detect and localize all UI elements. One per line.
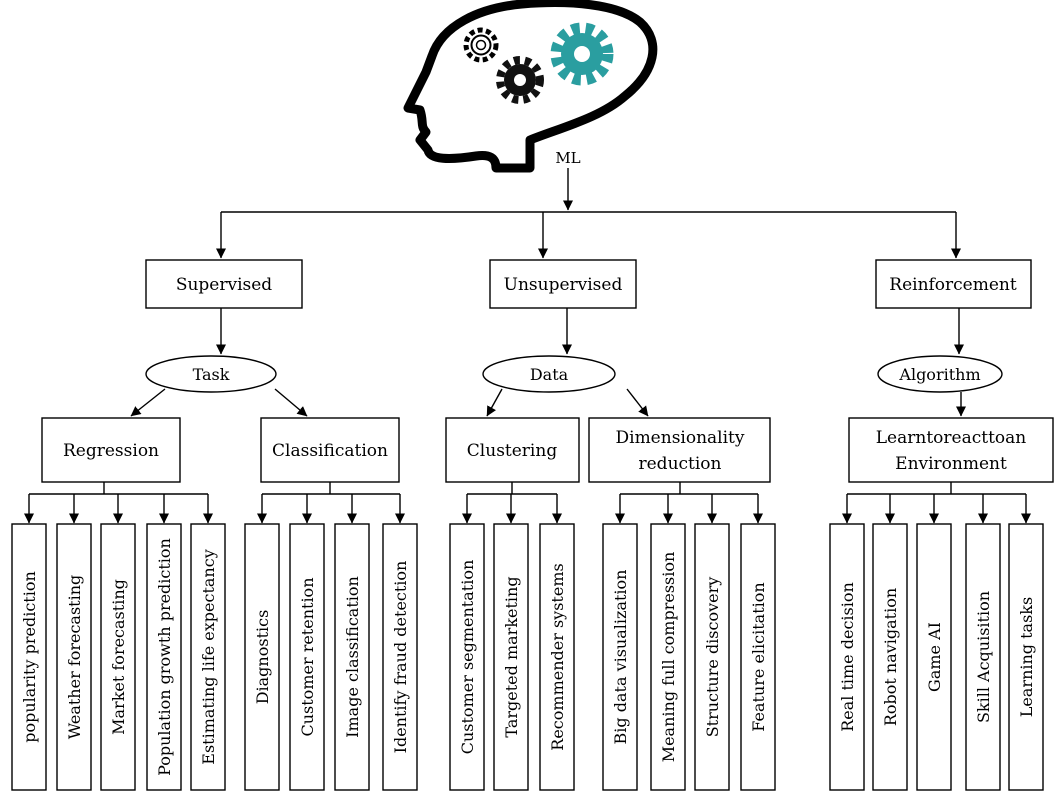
leaf-item: Targeted marketing <box>493 523 529 791</box>
group-box <box>588 417 771 483</box>
group-box <box>260 417 400 483</box>
leaf-label: Market forecasting <box>109 579 128 735</box>
leaf-item: Recommender systems <box>539 523 575 791</box>
leaf-item: Skill Acquisition <box>965 523 1001 791</box>
leaf-item: Real time decision <box>829 523 865 791</box>
branch-reinforcement: Reinforcement Algorithm Learntoreacttoan… <box>842 259 1054 524</box>
connector-arrow <box>486 388 503 417</box>
leaf-item: Estimating life expectancy <box>190 523 226 791</box>
leaf-label: Recommender systems <box>548 563 567 750</box>
leaf-label: Customer segmentation <box>458 560 477 755</box>
category-label: Reinforcement <box>889 275 1017 295</box>
group-label: Classification <box>272 441 388 461</box>
leaf-label: Identify fraud detection <box>391 561 410 754</box>
head-icon: ML <box>403 0 658 173</box>
group-label: Clustering <box>467 441 558 461</box>
criterion-ellipse <box>145 355 277 393</box>
leaf-item: Robot navigation <box>872 523 908 791</box>
leaf-label: Learning tasks <box>1017 597 1036 717</box>
leaf-label: Robot navigation <box>881 588 900 726</box>
leaf-item: Image classification <box>334 523 370 791</box>
leaf-item: Learning tasks <box>1008 523 1044 791</box>
leaf-label: Estimating life expectancy <box>199 549 218 764</box>
leaf-item: Meaning full compression <box>650 523 686 791</box>
leaf-label: Feature elicitation <box>749 582 768 731</box>
group-label: reduction <box>639 454 722 474</box>
leaf-item: Feature elicitation <box>740 523 776 791</box>
criterion-label: Algorithm <box>898 365 980 384</box>
criterion-label: Data <box>530 365 569 384</box>
group-box <box>445 417 580 483</box>
leaf-item: Population growth prediction <box>146 523 182 791</box>
leaf-label: Skill Acquisition <box>974 591 993 723</box>
leaf-item: Customer retention <box>289 523 325 791</box>
criterion-label: Task <box>193 365 230 384</box>
leaf-label: Targeted marketing <box>502 576 521 737</box>
gear-icon <box>463 27 499 63</box>
leaf-label: Big data visualization <box>611 570 630 745</box>
leaf-item: Game AI <box>916 523 952 791</box>
connector-arrow <box>130 388 166 417</box>
group-label: Learntoreacttoan <box>876 428 1027 448</box>
criterion-ellipse <box>877 355 1003 393</box>
leaf-label: Customer retention <box>298 578 317 737</box>
leaf-label: Image classification <box>343 576 362 738</box>
leaf-item: Structure discovery <box>694 523 730 791</box>
group-label: Regression <box>63 441 159 461</box>
gear-icon <box>496 56 544 104</box>
group-label: Dimensionality <box>616 428 745 448</box>
leaf-label: popularity prediction <box>20 571 39 743</box>
root-label: ML <box>555 149 580 167</box>
branch-unsupervised: Unsupervised Data Clustering Dimensional… <box>445 259 771 524</box>
branch-supervised: Supervised Task Regression Classificatio… <box>24 259 405 524</box>
leaf-list: popularity prediction Weather forecastin… <box>11 523 1044 791</box>
group-box <box>848 417 1054 483</box>
gear-icon <box>550 22 614 86</box>
leaf-label: Structure discovery <box>703 577 722 738</box>
leaf-label: Game AI <box>925 622 944 692</box>
category-label: Supervised <box>176 275 272 295</box>
criterion-ellipse <box>482 355 616 393</box>
leaf-item: Identify fraud detection <box>382 523 418 791</box>
category-box <box>875 259 1032 309</box>
leaf-item: Market forecasting <box>100 523 136 791</box>
category-box <box>489 259 637 309</box>
category-box <box>145 259 303 309</box>
leaf-label: Weather forecasting <box>65 575 84 740</box>
leaf-item: Customer segmentation <box>449 523 485 791</box>
leaf-item: popularity prediction <box>11 523 47 791</box>
category-label: Unsupervised <box>504 275 623 295</box>
leaf-label: Population growth prediction <box>155 538 174 776</box>
leaf-label: Real time decision <box>838 582 857 732</box>
connector-arrow <box>626 388 649 417</box>
group-box <box>41 417 181 483</box>
leaf-item: Big data visualization <box>602 523 638 791</box>
connector-arrow <box>274 388 308 417</box>
leaf-item: Diagnostics <box>244 523 280 791</box>
leaf-label: Meaning full compression <box>659 552 678 763</box>
leaf-item: Weather forecasting <box>56 523 92 791</box>
leaf-label: Diagnostics <box>253 610 272 705</box>
group-label: Environment <box>895 454 1007 474</box>
